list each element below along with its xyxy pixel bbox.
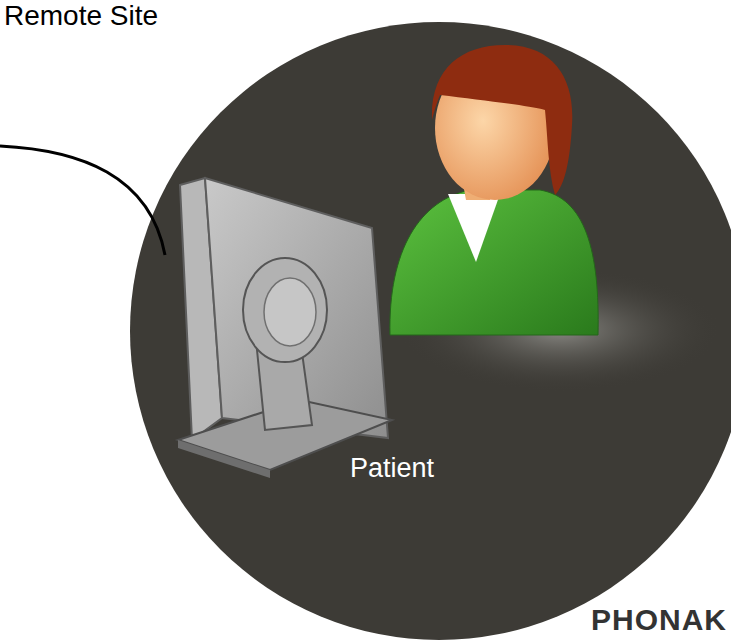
monitor-icon (178, 178, 392, 478)
person-icon (390, 45, 598, 335)
role-label: Patient (350, 452, 434, 484)
brand-logo: PHONAK (591, 603, 727, 637)
circle-fill (130, 22, 731, 640)
cable-line (0, 146, 165, 255)
site-heading: Remote Site (4, 0, 158, 32)
